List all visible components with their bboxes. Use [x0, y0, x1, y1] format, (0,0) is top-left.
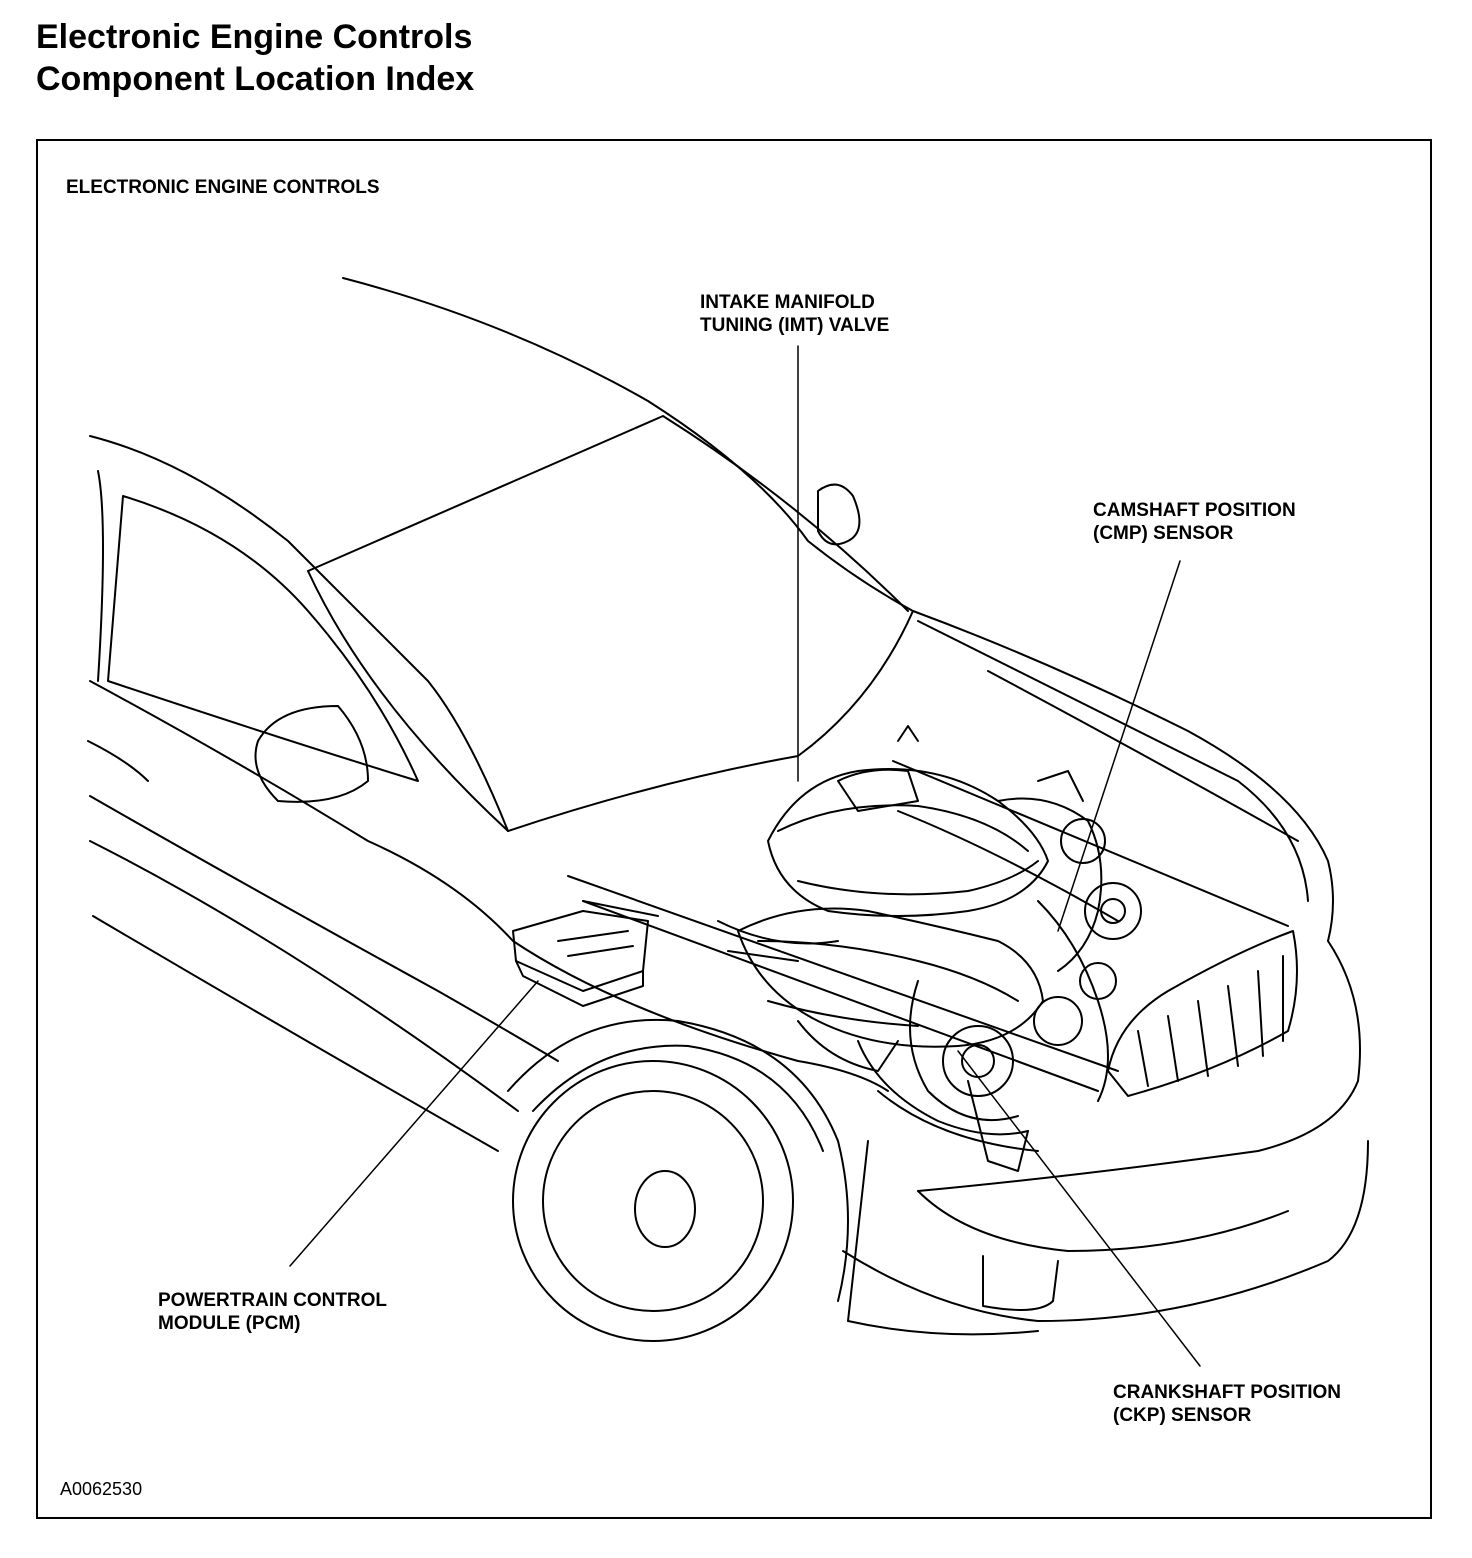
imt-valve-label-line2: TUNING (IMT) VALVE	[700, 315, 890, 336]
figure-heading: ELECTRONIC ENGINE CONTROLS	[66, 177, 380, 198]
cmp-sensor-leader-line	[1057, 560, 1181, 932]
pcm-label-line1: POWERTRAIN CONTROL	[158, 1290, 388, 1311]
pcm-leader-line	[289, 980, 539, 1267]
figure-frame: ELECTRONIC ENGINE CONTROLS	[36, 139, 1432, 1519]
engine-assembly	[567, 725, 1289, 1172]
pcm-label-line2: MODULE (PCM)	[158, 1313, 301, 1334]
car-body-outline	[87, 277, 1369, 1342]
cmp-sensor-label-line1: CAMSHAFT POSITION	[1093, 500, 1296, 521]
ckp-sensor-leader-line	[957, 1050, 1201, 1367]
figure-id: A0062530	[60, 1479, 143, 1499]
cmp-sensor-label-line2: (CMP) SENSOR	[1093, 523, 1234, 544]
ckp-sensor-callout: CRANKSHAFT POSITION (CKP) SENSOR	[1113, 1381, 1341, 1427]
imt-valve-callout: INTAKE MANIFOLD TUNING (IMT) VALVE	[700, 291, 889, 337]
callout-leader-lines	[289, 345, 1201, 1367]
page-title-line2: Component Location Index	[36, 60, 475, 98]
pcm-module	[512, 900, 659, 1007]
page-title-line1: Electronic Engine Controls	[36, 18, 473, 56]
imt-valve-label-line1: INTAKE MANIFOLD	[700, 292, 875, 313]
page-title: Electronic Engine Controls Component Loc…	[36, 16, 474, 100]
ckp-sensor-label-line2: (CKP) SENSOR	[1113, 1405, 1252, 1426]
ckp-sensor-label-line1: CRANKSHAFT POSITION	[1113, 1382, 1341, 1403]
pcm-callout: POWERTRAIN CONTROL MODULE (PCM)	[158, 1289, 387, 1335]
vehicle-engine-illustration	[87, 277, 1369, 1367]
cmp-sensor-callout: CAMSHAFT POSITION (CMP) SENSOR	[1093, 499, 1296, 545]
